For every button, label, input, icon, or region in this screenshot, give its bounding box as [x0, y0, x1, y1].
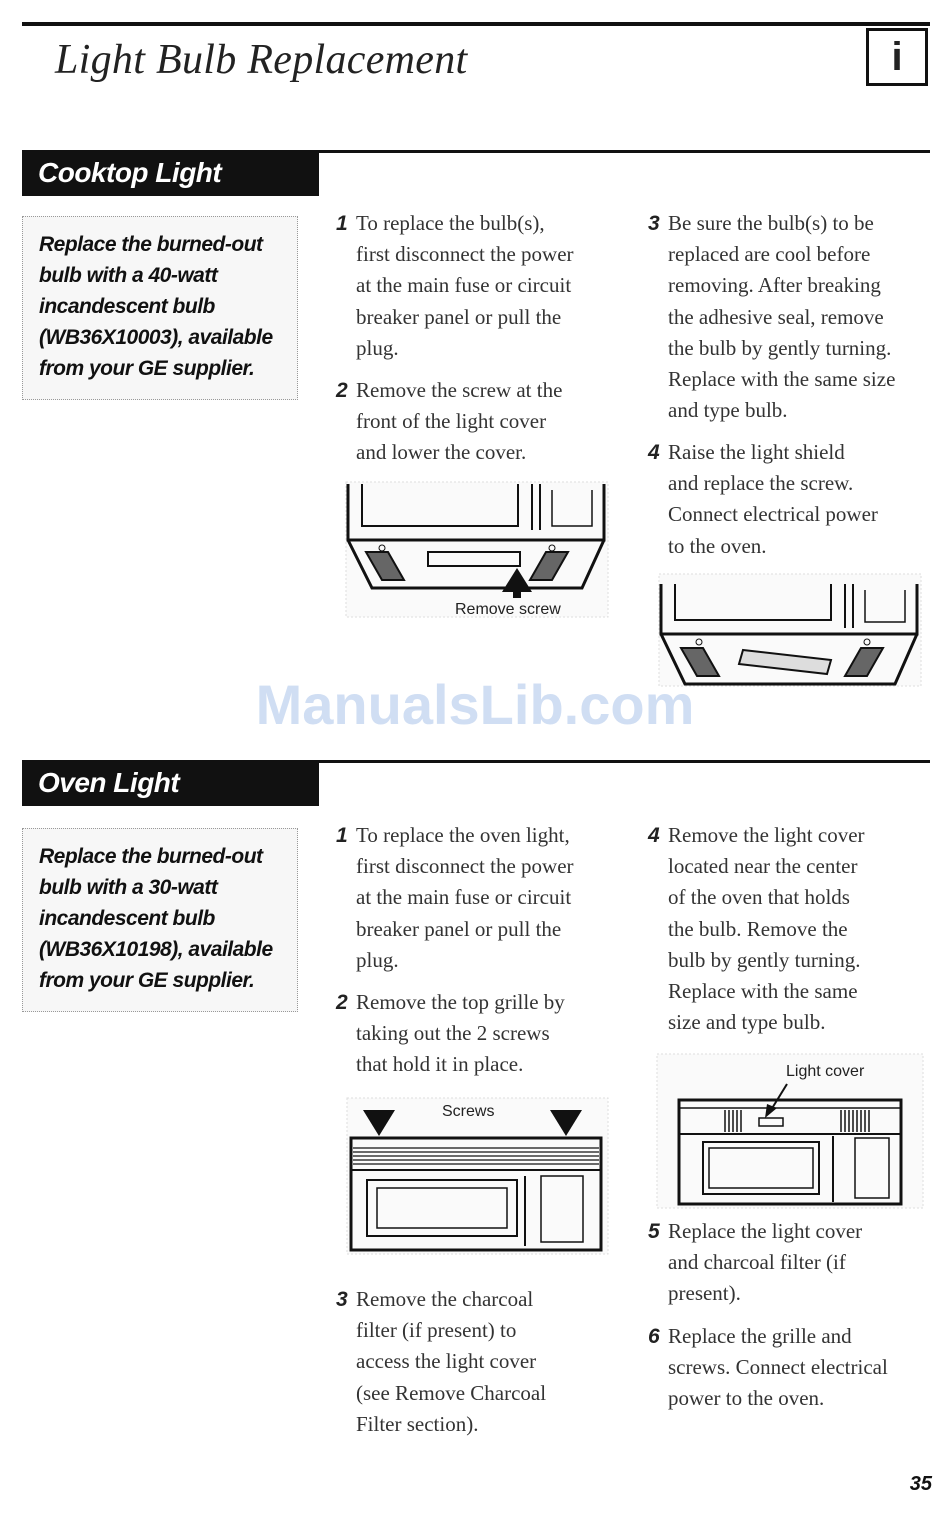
- figure-lightcover-label: Light cover: [786, 1063, 865, 1080]
- step-line: the adhesive seal, remove: [668, 304, 884, 329]
- step-line: size and type bulb.: [668, 1010, 826, 1035]
- watermark: ManualsLib.com: [255, 673, 695, 736]
- note-line: from your GE supplier.: [39, 969, 255, 992]
- screw-arrow-left-icon: [363, 1110, 395, 1136]
- step-line: To replace the oven light,: [356, 823, 570, 847]
- cooktop-step-1: 1 To replace the bulb(s), first disconne…: [336, 208, 574, 364]
- step-line: and lower the cover.: [356, 440, 527, 465]
- step-line: the bulb. Remove the: [668, 916, 848, 941]
- step-number: 2: [336, 379, 348, 402]
- step-line: replaced are cool before: [668, 242, 871, 267]
- step-line: breaker panel or pull the: [356, 916, 562, 941]
- step-line: at the main fuse or circuit: [356, 885, 572, 910]
- page-number: 35: [909, 1473, 932, 1495]
- step-line: Connect electrical power: [668, 502, 878, 527]
- oven-step-3: 3 Remove the charcoal filter (if present…: [336, 1284, 547, 1440]
- note-line: bulb with a 30-watt: [39, 876, 218, 899]
- step-number: 4: [648, 441, 660, 464]
- step-number: 4: [648, 824, 660, 847]
- step-line: breaker panel or pull the: [356, 304, 562, 329]
- step-number: 5: [648, 1220, 660, 1243]
- page-title: Light Bulb Replacement: [55, 37, 468, 83]
- step-line: Replace the light cover: [668, 1219, 863, 1243]
- step-line: Raise the light shield: [668, 440, 845, 464]
- step-number: 1: [336, 824, 348, 847]
- cooktop-section-rule: [22, 150, 930, 153]
- step-line: Replace with the same size: [668, 367, 896, 392]
- note-line: (WB36X10003), available: [39, 326, 273, 349]
- step-line: of the oven that holds: [668, 885, 850, 910]
- cooktop-note-box: Replace the burned-out bulb with a 40-wa…: [22, 216, 298, 400]
- step-line: located near the center: [668, 854, 858, 879]
- note-line: incandescent bulb: [39, 907, 215, 930]
- note-line: (WB36X10198), available: [39, 938, 273, 961]
- step-line: to the oven.: [668, 533, 767, 558]
- oven-note-box: Replace the burned-out bulb with a 30-wa…: [22, 828, 298, 1012]
- step-number: 1: [336, 212, 348, 235]
- step-line: filter (if present) to: [356, 1318, 517, 1343]
- note-line: Replace the burned-out: [39, 233, 263, 256]
- figure-remove-screw: [345, 481, 609, 618]
- info-icon: i: [866, 28, 928, 86]
- figure1-label: Remove screw: [455, 601, 561, 618]
- step-line: plug.: [356, 335, 399, 360]
- figure-screws-label: Screws: [442, 1103, 495, 1120]
- note-line: Replace the burned-out: [39, 845, 263, 868]
- step-line: screws. Connect electrical: [668, 1355, 888, 1380]
- top-rule: [22, 22, 930, 26]
- oven-section-rule: [22, 760, 930, 763]
- step-line: that hold it in place.: [356, 1052, 524, 1077]
- step-line: Remove the charcoal: [356, 1287, 534, 1311]
- step-line: and charcoal filter (if: [668, 1250, 846, 1275]
- step-line: Replace the grille and: [668, 1324, 852, 1348]
- oven-section-heading: Oven Light: [22, 760, 319, 806]
- screw-arrow-right-icon: [550, 1110, 582, 1136]
- step-line: Remove the light cover: [668, 823, 865, 847]
- oven-step-2: 2 Remove the top grille by taking out th…: [336, 987, 565, 1081]
- step-number: 3: [648, 212, 660, 235]
- step-number: 6: [648, 1325, 660, 1348]
- step-number: 2: [336, 991, 348, 1014]
- cooktop-section-heading: Cooktop Light: [22, 150, 319, 196]
- step-line: the bulb by gently turning.: [668, 335, 892, 360]
- step-line: Be sure the bulb(s) to be: [668, 211, 874, 235]
- step-line: To replace the bulb(s),: [356, 211, 545, 235]
- cooktop-step-3: 3 Be sure the bulb(s) to be replaced are…: [648, 208, 896, 426]
- cooktop-step-4: 4 Raise the light shield and replace the…: [648, 437, 878, 562]
- oven-step-1: 1 To replace the oven light, first disco…: [336, 820, 574, 976]
- step-line: Filter section).: [356, 1411, 479, 1436]
- step-line: first disconnect the power: [356, 854, 574, 879]
- step-line: and type bulb.: [668, 398, 788, 423]
- step-number: 3: [336, 1288, 348, 1311]
- step-line: first disconnect the power: [356, 242, 574, 267]
- step-line: and replace the screw.: [668, 471, 854, 496]
- note-line: incandescent bulb: [39, 295, 215, 318]
- step-line: taking out the 2 screws: [356, 1021, 550, 1046]
- step-line: plug.: [356, 947, 399, 972]
- step-line: front of the light cover: [356, 409, 547, 434]
- note-line: bulb with a 40-watt: [39, 264, 218, 287]
- figure-cover-lowered: [658, 573, 922, 687]
- figure-grille-screws: [346, 1097, 609, 1255]
- oven-step-5: 5 Replace the light cover and charcoal f…: [648, 1216, 863, 1310]
- oven-step-6: 6 Replace the grille and screws. Connect…: [648, 1321, 888, 1415]
- oven-step-4: 4 Remove the light cover located near th…: [648, 820, 865, 1038]
- step-line: Remove the screw at the: [356, 378, 563, 402]
- step-line: present).: [668, 1281, 741, 1306]
- note-line: from your GE supplier.: [39, 357, 255, 380]
- step-line: at the main fuse or circuit: [356, 273, 572, 298]
- info-icon-glyph: i: [891, 34, 903, 79]
- step-line: Replace with the same: [668, 979, 858, 1004]
- figure-light-cover: [656, 1053, 924, 1209]
- step-line: power to the oven.: [668, 1386, 825, 1411]
- step-line: (see Remove Charcoal: [356, 1380, 547, 1405]
- step-line: removing. After breaking: [668, 273, 881, 298]
- step-line: bulb by gently turning.: [668, 947, 861, 972]
- step-line: Remove the top grille by: [356, 990, 565, 1014]
- step-line: access the light cover: [356, 1349, 537, 1374]
- cooktop-step-2: 2 Remove the screw at the front of the l…: [336, 375, 563, 469]
